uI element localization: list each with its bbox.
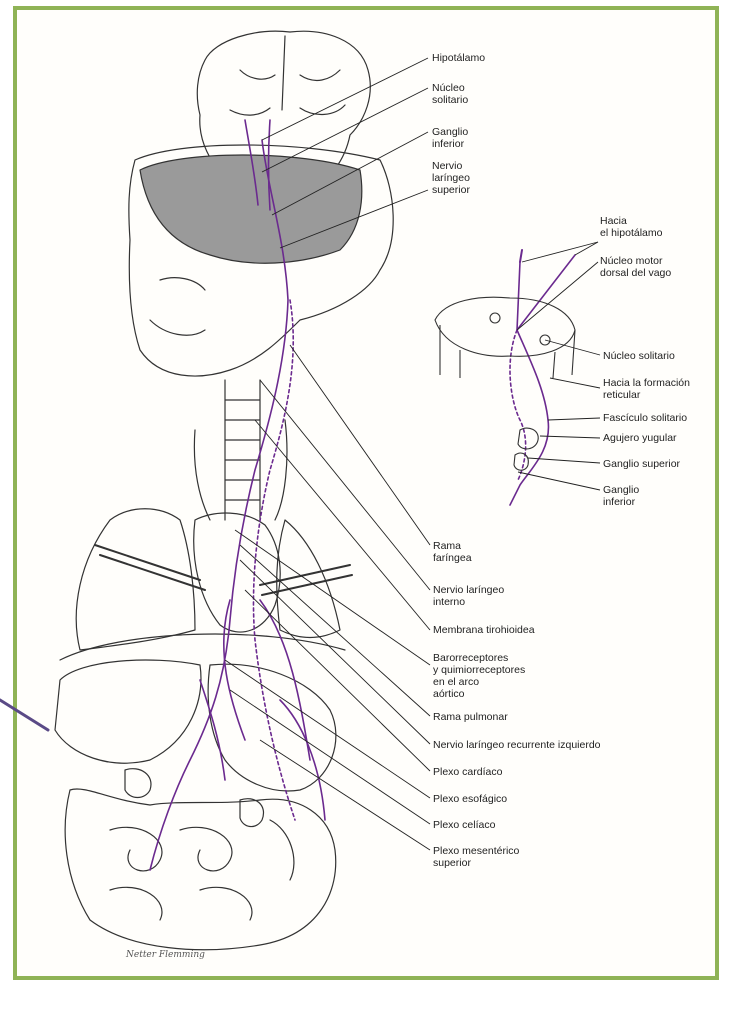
artist-signature: Netter Flemming xyxy=(126,950,205,960)
label-plexo-cardiaco: Plexo cardíaco xyxy=(433,766,502,778)
label-fasciculo-solitario: Fascículo solitario xyxy=(603,412,687,424)
label-hipotalamo: Hipotálamo xyxy=(432,52,485,64)
cranial-cavity-shade xyxy=(140,155,362,263)
label-agujero-yugular: Agujero yugular xyxy=(603,432,677,444)
label-plexo-celiaco: Plexo celíaco xyxy=(433,819,495,831)
label-nervio-recurrente: Nervio laríngeo recurrente izquierdo xyxy=(433,739,601,751)
brainstem-section-drawing xyxy=(435,297,575,356)
label-ganglio-superior: Ganglio superior xyxy=(603,458,680,470)
label-plexo-esofagico: Plexo esofágico xyxy=(433,793,507,805)
left-lung-drawing xyxy=(76,509,195,650)
liver-drawing xyxy=(55,660,201,763)
intestines-drawing xyxy=(65,789,336,950)
label-membrana-tirohioidea: Membrana tirohioidea xyxy=(433,624,535,636)
trachea-drawing xyxy=(225,380,260,520)
label-nucleo-solitario-inset: Núcleo solitario xyxy=(603,350,675,362)
label-rama-pulmonar: Rama pulmonar xyxy=(433,711,508,723)
